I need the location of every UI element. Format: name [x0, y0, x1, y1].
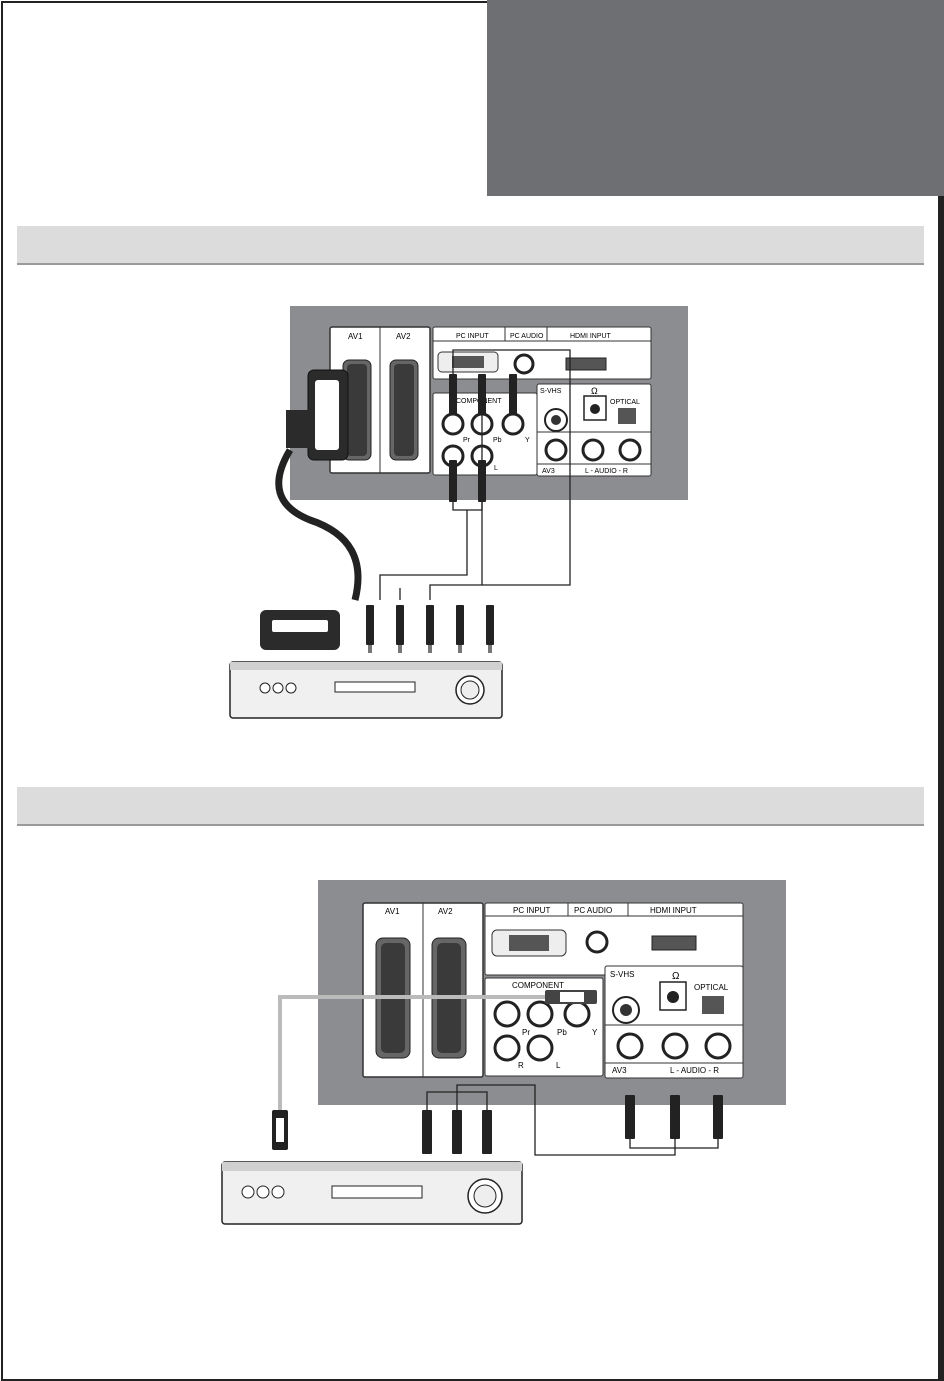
headphone-icon: Ω [672, 971, 680, 982]
optical-label: OPTICAL [610, 399, 640, 406]
rca-plugs [366, 605, 494, 653]
optical-socket [618, 408, 636, 424]
pc-audio-jack [513, 353, 535, 375]
pc-audio-label: PC AUDIO [574, 906, 612, 915]
pr-label: Pr [522, 1028, 530, 1037]
dvd-player-2 [221, 1161, 523, 1225]
l-label: L [556, 1061, 561, 1070]
component-plugs [449, 374, 517, 502]
pc-audio-label: PC AUDIO [510, 333, 544, 340]
pb-label: Pb [557, 1028, 567, 1037]
l-label: L [494, 465, 498, 472]
connection-diagram-1: AV1 AV2 PC INPUT PC AUDIO HDMI INPUT COM… [229, 306, 688, 719]
component-y-jack [501, 412, 525, 436]
av3-audio-r-jack [618, 438, 642, 462]
scart-plug [286, 369, 349, 461]
svhs-plug [545, 990, 597, 1004]
av3-label: AV3 [612, 1066, 627, 1075]
pc-audio-jack [585, 930, 609, 954]
pc-vga-socket [437, 351, 499, 373]
av1-label: AV1 [348, 332, 363, 341]
connection-wires [379, 349, 571, 600]
section-bar-1 [17, 226, 924, 265]
optical-socket [702, 996, 724, 1014]
component-pr-jack [493, 1000, 521, 1028]
svhs-cable [278, 995, 545, 1110]
headphone-icon: Ω [591, 386, 598, 396]
component-label: COMPONENT [512, 981, 564, 990]
connection-diagram-2: AV1 AV2 PC INPUT PC AUDIO HDMI INPUT COM… [221, 880, 786, 1225]
dvd-svhs-plug [272, 1110, 288, 1150]
dvd-player-1 [229, 661, 503, 719]
av3-label: AV3 [542, 468, 555, 475]
dvd-scart-plug [260, 610, 340, 650]
component-pb-jack [526, 1000, 554, 1028]
headphone-jack [659, 981, 687, 1011]
hdmi-input-label: HDMI INPUT [570, 333, 612, 340]
component-audio-l-jack [526, 1034, 554, 1062]
av1-scart-socket [342, 359, 372, 461]
connection-wires [426, 1084, 719, 1156]
av3-video-jack [544, 438, 568, 462]
av3-audio-r-jack [704, 1032, 732, 1060]
section-bar-2 [17, 787, 924, 826]
pc-input-label: PC INPUT [513, 906, 550, 915]
svhs-label: S-VHS [610, 970, 634, 979]
component-pr-jack [441, 412, 465, 436]
component-y-jack [563, 1000, 591, 1028]
header-block [487, 0, 944, 196]
audio-label: L - AUDIO - R [670, 1066, 719, 1075]
rca-plugs-right [625, 1095, 723, 1139]
av3-audio-l-jack [661, 1032, 689, 1060]
audio-label: L - AUDIO - R [585, 468, 628, 475]
svhs-label: S-VHS [540, 388, 562, 395]
av2-label: AV2 [396, 332, 411, 341]
pc-vga-socket [491, 929, 567, 957]
pc-input-label: PC INPUT [456, 333, 489, 340]
pb-label: Pb [493, 437, 502, 444]
hdmi-socket [565, 357, 607, 371]
av2-label: AV2 [438, 907, 453, 916]
component-audio-r-jack [493, 1034, 521, 1062]
page-edge-strip [938, 196, 944, 1381]
hdmi-input-label: HDMI INPUT [650, 906, 697, 915]
av2-scart-socket [389, 359, 419, 461]
av1-label: AV1 [385, 907, 400, 916]
scart-cable [275, 448, 362, 601]
rca-plugs-left [422, 1110, 492, 1154]
optical-label: OPTICAL [694, 983, 729, 992]
av3-video-jack [616, 1032, 644, 1060]
hdmi-socket [651, 935, 697, 951]
y-label: Y [592, 1028, 598, 1037]
pr-label: Pr [463, 437, 471, 444]
y-label: Y [525, 437, 530, 444]
av3-audio-l-jack [581, 438, 605, 462]
r-label: R [518, 1061, 524, 1070]
